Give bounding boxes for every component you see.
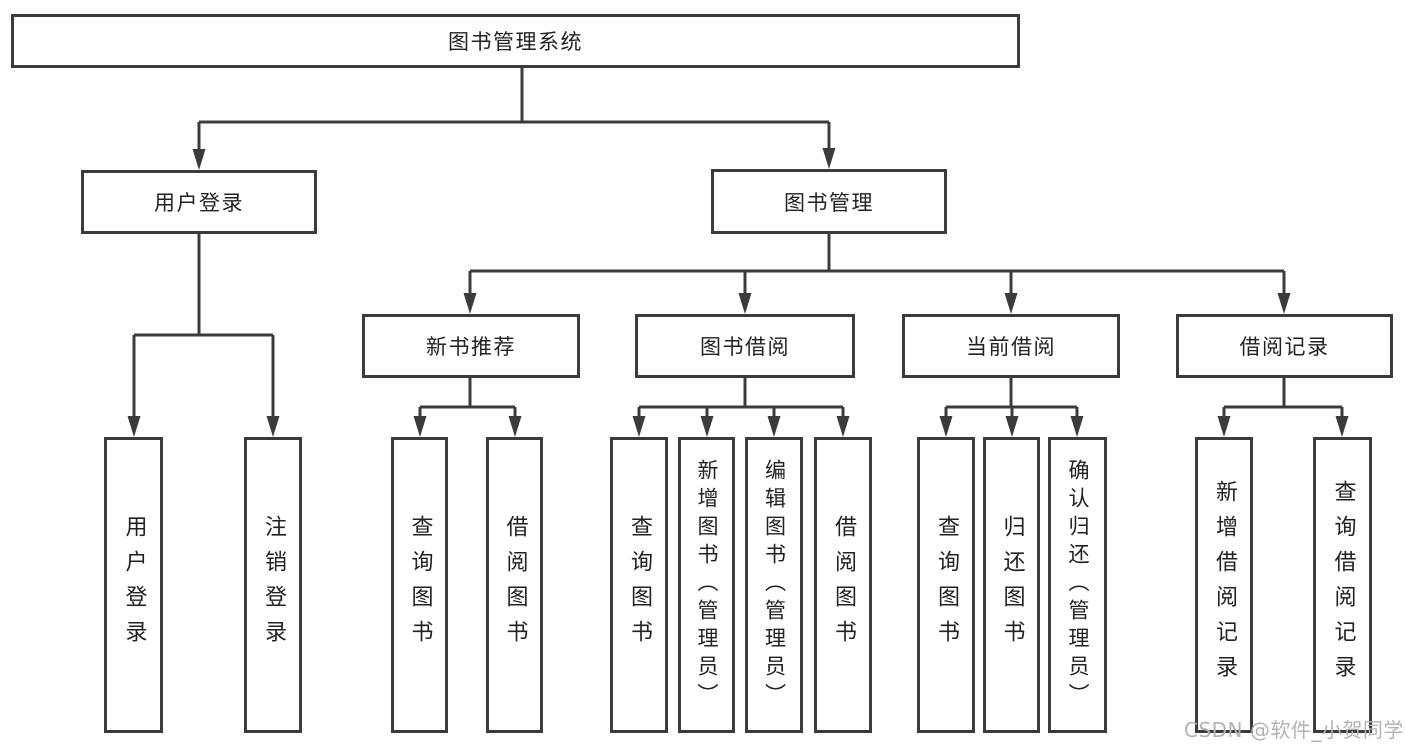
leaf-edit-book-admin-label: 编辑图书（管理员） (762, 459, 787, 711)
leaf-confirm-return-admin: 确认归还（管理员） (1048, 437, 1107, 733)
node-user-login: 用户登录 (81, 170, 317, 234)
leaf-add-book-admin-label: 新增图书（管理员） (695, 459, 719, 711)
leaf-add-borrow-record: 新增借阅记录 (1195, 437, 1253, 733)
node-root: 图书管理系统 (11, 14, 1020, 68)
watermark: CSDN @软件_小贺同学 (1184, 718, 1404, 742)
node-borrow-record: 借阅记录 (1176, 314, 1393, 378)
node-current-borrow: 当前借阅 (902, 314, 1120, 378)
leaf-add-borrow-record-label: 新增借阅记录 (1212, 480, 1237, 690)
node-book-borrow-label: 图书借阅 (700, 335, 790, 359)
leaf-edit-book-admin: 编辑图书（管理员） (745, 437, 803, 733)
leaf-query-book-current: 查询图书 (917, 437, 975, 733)
leaf-logout: 注销登录 (244, 437, 302, 733)
leaf-logout-label: 注销登录 (261, 515, 286, 655)
leaf-query-borrow-record: 查询借阅记录 (1313, 437, 1372, 733)
node-new-book-recommend: 新书推荐 (362, 314, 580, 378)
node-borrow-record-label: 借阅记录 (1239, 335, 1330, 359)
leaf-return-book-label: 归还图书 (999, 515, 1025, 655)
leaf-return-book: 归还图书 (983, 437, 1040, 733)
leaf-user-login: 用户登录 (104, 437, 163, 733)
leaf-borrow-book: 借阅图书 (814, 437, 872, 733)
node-current-borrow-label: 当前借阅 (966, 335, 1056, 359)
leaf-user-login-label: 用户登录 (121, 515, 147, 655)
node-book-management-label: 图书管理 (784, 190, 874, 215)
leaf-borrow-book-label: 借阅图书 (831, 515, 856, 655)
leaf-query-book-current-label: 查询图书 (934, 515, 959, 655)
leaf-add-book-admin: 新增图书（管理员） (678, 437, 735, 733)
node-user-login-label: 用户登录 (154, 191, 244, 215)
node-new-book-recommend-label: 新书推荐 (426, 335, 516, 359)
node-book-borrow: 图书借阅 (635, 314, 855, 378)
leaf-query-book-borrow-label: 查询图书 (627, 515, 652, 655)
leaf-query-book-borrow: 查询图书 (610, 437, 668, 733)
leaf-query-borrow-record-label: 查询借阅记录 (1330, 480, 1356, 690)
leaf-borrow-book-recommend: 借阅图书 (486, 437, 543, 733)
node-root-label: 图书管理系统 (448, 30, 583, 54)
leaf-query-book-recommend-label: 查询图书 (407, 515, 433, 655)
node-book-management: 图书管理 (711, 169, 947, 234)
leaf-confirm-return-admin-label: 确认归还（管理员） (1066, 459, 1090, 711)
leaf-query-book-recommend: 查询图书 (391, 437, 448, 733)
leaf-borrow-book-recommend-label: 借阅图书 (502, 515, 528, 655)
